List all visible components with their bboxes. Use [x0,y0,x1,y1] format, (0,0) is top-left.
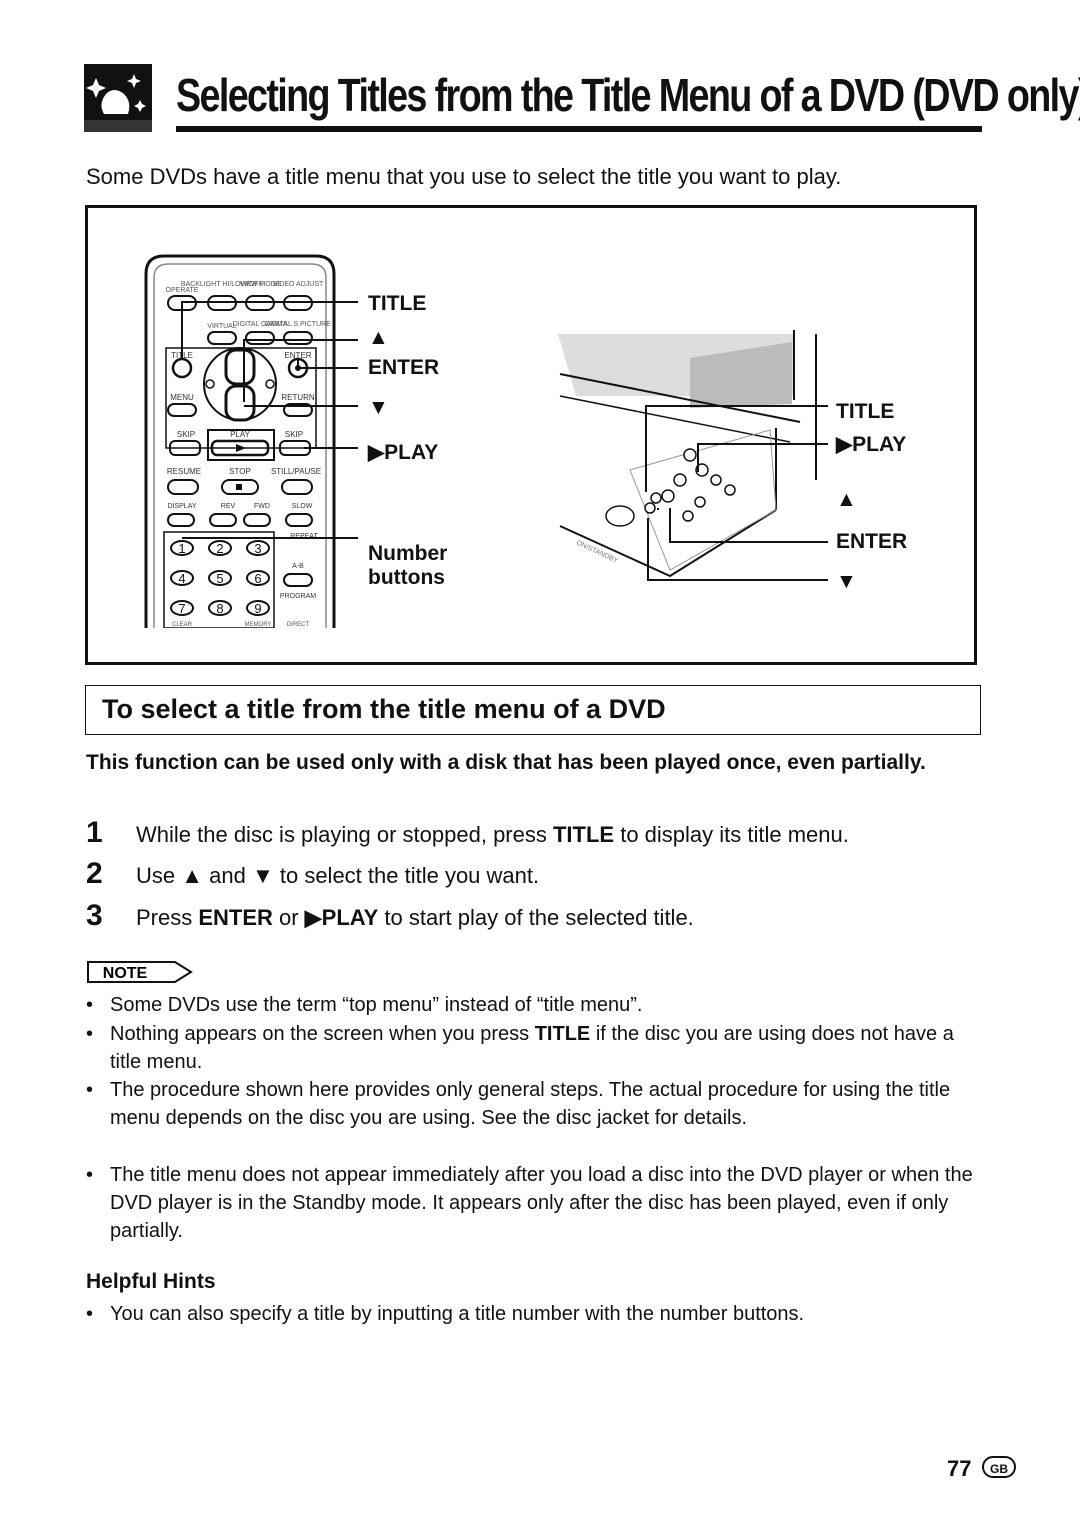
remote-direct-label: DIRECT [287,622,310,628]
remote-label-digital-gamma: DIGITAL GAMMA [233,321,288,328]
intro-text: Some DVDs have a title menu that you use… [86,164,842,189]
chapter-icon [84,64,152,132]
remote-label-view-mode: VIEW MODE [240,281,281,288]
play-arrow-icon: ▶ [304,905,322,930]
note-badge: NOTE [87,961,193,983]
left-callout-lines [181,301,358,539]
dvd-player-illustration: ON/STANDBY [558,330,822,582]
note-bullet: •The procedure shown here provides only … [86,1079,951,1129]
right-callout-play: ▶PLAY [836,433,907,456]
remote-clear-label: CLEAR [172,622,193,628]
remote-num-2: 2 [216,541,223,556]
remote-num-6: 6 [254,571,261,586]
remote-stop-label: STOP [229,467,251,476]
play-arrow-icon: ▶ [368,441,385,464]
section-lead: This function can be used only with a di… [86,751,926,774]
right-callout-down-arrow: ▼ [836,570,857,593]
up-arrow-icon: ▲ [181,863,204,888]
page-title: Selecting Titles from the Title Menu of … [176,69,1080,121]
step-number: 2 [86,857,103,890]
note-label: NOTE [103,965,148,982]
remote-num-9: 9 [254,601,261,616]
remote-display-label: DISPLAY [167,503,196,510]
remote-memory-label: MEMORY [245,622,272,628]
down-arrow-icon: ▼ [251,863,274,888]
remote-ab-label: A-B [292,563,304,570]
callout-play: ▶PLAY [368,441,439,464]
remote-repeat-label: REPEAT [290,533,318,540]
remote-skip-right-label: SKIP [285,430,303,439]
right-callout-lines [645,405,828,581]
section-heading: To select a title from the title menu of… [102,694,666,724]
remote-skip-left-label: SKIP [177,430,195,439]
remote-label-backlight: BACKLIGHT HI/LOW/OFF [181,281,263,288]
remote-enter-label: ENTER [284,351,311,360]
callout-title: TITLE [368,292,427,315]
step-number: 1 [86,816,103,849]
remote-label-virtual: VIRTUAL [207,323,237,330]
remote-label-operate: OPERATE [166,287,199,294]
remote-fwd-label: FWD [254,503,270,510]
note-bullet: •Some DVDs use the term “top menu” inste… [86,994,643,1016]
right-callout-title: TITLE [836,400,895,423]
remote-slow-label: SLOW [292,503,313,510]
remote-control-illustration: OPERATE BACKLIGHT HI/LOW/OFF VIEW MODE V… [144,254,336,628]
remote-return-label: RETURN [281,393,315,402]
note-bullet: •Nothing appears on the screen when you … [86,1023,954,1073]
remote-num-7: 7 [178,601,185,616]
remote-rev-label: REV [221,503,236,510]
title-underline [176,126,982,132]
remote-play-label: PLAY [230,430,251,439]
callout-number-buttons: Number buttons [368,542,448,589]
remote-num-8: 8 [216,601,223,616]
remote-program-label: PROGRAM [280,593,316,600]
remote-num-5: 5 [216,571,223,586]
callout-up-arrow: ▲ [368,326,389,349]
note-bullet: •The title menu does not appear immediat… [86,1164,973,1242]
callout-down-arrow: ▼ [368,396,389,419]
remote-label-video-adjust: VIDEO ADJUST [273,281,324,288]
remote-still-label: STILL/PAUSE [271,467,321,476]
page-number: 77 [947,1456,972,1481]
right-callout-enter: ENTER [836,530,908,553]
region-badge: GB [982,1456,1016,1478]
remote-label-digital-spicture: DIGITAL S.PICTURE [265,321,331,328]
remote-menu-label: MENU [170,393,194,402]
remote-resume-label: RESUME [167,467,201,476]
step-number: 3 [86,899,103,932]
helpful-hints-heading: Helpful Hints [86,1270,216,1293]
remote-num-1: 1 [178,541,185,556]
play-arrow-icon: ▶ [836,433,853,456]
section-heading-box [85,685,981,735]
diagram-frame [85,205,977,665]
remote-num-3: 3 [254,541,261,556]
callout-enter: ENTER [368,356,440,379]
hint-bullet: •You can also specify a title by inputti… [86,1303,805,1325]
remote-num-4: 4 [178,571,185,586]
right-callout-up-arrow: ▲ [836,488,857,511]
